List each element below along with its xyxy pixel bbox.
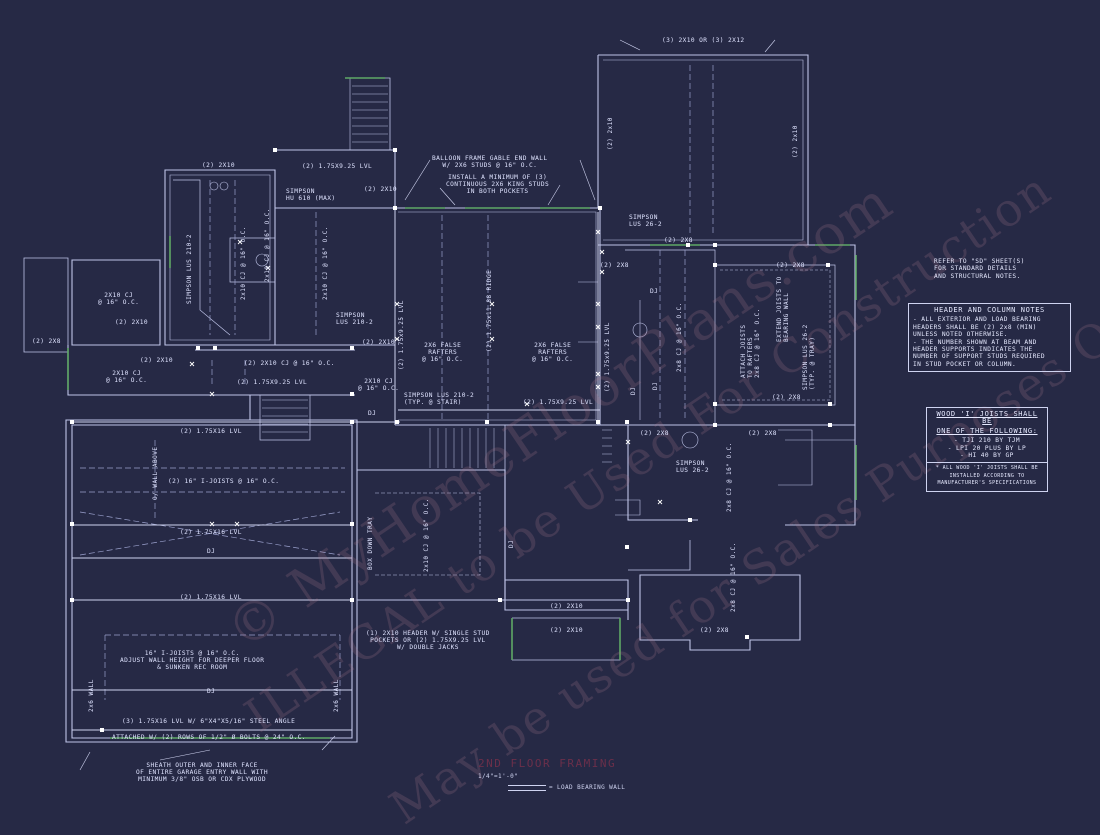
label-dj-a: DJ [368,410,377,417]
label-hdr-2x10-c: (2) 2x10 [362,339,396,346]
label-wall-2x6-a: 2x6 WALL [88,679,95,712]
label-lvl-vert-a: (2) 1.75x9.25 LVL [398,300,405,370]
label-dj-right-a: DJ [652,381,659,390]
label-box-tray: BOX DOWN TRAY [367,516,374,570]
label-hdr-2x10-b: (2) 2x10 [364,186,398,193]
load-bearing-wall-icon [508,784,546,791]
label-cj-vert-c: 2x10 CJ @ 16" O.C. [264,207,271,282]
label-dj-garage-2: DJ [207,688,216,695]
header-column-notes-box: HEADER AND COLUMN NOTES - ALL EXTERIOR A… [908,303,1071,373]
legend-load-bearing: = LOAD BEARING WALL [508,784,625,791]
label-lvl-garage-2: (2) 1.75x16 LVL [180,529,242,536]
label-simpson-lus26-beam: SIMPSON LUS 26-2(TYP. @ TRAY) [802,324,816,390]
label-hdr-2x8-d: (2) 2x8 [772,394,801,401]
label-hdr-2x8-e: (2) 2x8 [640,430,669,437]
drawing-title: 2ND FLOOR FRAMING [478,757,617,770]
label-cj-2x10-row: (2) 2x10 CJ @ 16" O.C. [244,360,335,367]
label-hdr-2x10-bot-a: (2) 2x10 [550,603,584,610]
label-hdr-2x8-c: (2) 2x8 [600,262,629,269]
label-ridge: (2) 1.75x11.88 RIDGE [486,269,493,352]
label-lvl-garage-1: (2) 1.75x16 LVL [180,428,242,435]
label-wall-2x6-b: 2x6 WALL [333,679,340,712]
label-cj-2x8-a: 2x8 CJ @ 16" O.C. [676,302,683,372]
label-simpson-lus210-stair: SIMPSON LUS 210-2(TYP. @ STAIR) [404,392,475,407]
label-lvl-garage-3: (2) 1.75x16 LVL [180,594,242,601]
label-cj-2x10-mid: 2x10 CJ@ 16" O.C. [106,370,148,385]
label-bolts: ATTACHED w/ (2) ROWS OF 1/2" ø BOLTS @ 2… [112,734,306,741]
label-cj-tray: 2x10 CJ @ 16" O.C. [423,497,430,572]
label-lvl-vert-b: (2) 1.75x9.25 LVL [604,322,611,392]
wood-joist-notes-box: WOOD 'I' JOISTS SHALL BE ONE OF THE FOLL… [926,407,1048,492]
label-rec-room: 16" I-JOISTS @ 16" O.C.ADJUST WALL HEIGH… [120,650,265,672]
label-hdr-2x8-a: (2) 2x8 [664,237,693,244]
drawing-scale: 1/4"=1'-0" [478,773,519,780]
label-dj-b: DJ [650,288,659,295]
label-steel-angle: (3) 1.75x16 LVL w/ 6"x4"x5/16" STEEL ANG… [122,718,296,725]
label-lvl-stair: (2) 1.75x9.25 LVL [523,399,594,406]
label-dj-stair: DJ [508,539,515,548]
label-hdr-2x10-d: (2) 2x10 [140,357,174,364]
label-dj-garage-1: DJ [207,548,216,555]
label-king-studs: INSTALL A MINIMUM OF (3)CONTINUOUS 2x6 K… [446,174,550,196]
label-ijoists: (2) 16" I-JOISTS @ 16" O.C. [168,478,280,485]
label-hdr-2x10-vert-b: (2) 2x10 [792,125,799,158]
label-hdr-2x10-left: (2) 2x10 [115,319,149,326]
label-cj-vert-a: 2x10 CJ @ 16" O.C. [240,225,247,300]
label-hdr-2x8-left: (2) 2x8 [32,338,61,345]
label-cj-vert-b: 2x10 CJ @ 16" O.C. [322,225,329,300]
label-hdr-2x8-right: (2) 2x8 [700,627,729,634]
label-cj-2x8-c: 2x8 CJ @ 16" O.C. [730,542,737,612]
refer-notes-box: REFER TO "SD" SHEET(S) FOR STANDARD DETA… [934,258,1025,280]
label-hdr-2x8-right2: (2) 2x8 [748,430,777,437]
label-cj-small: 2x10 CJ@ 16" O.C. [358,378,400,393]
label-lvl-row: (2) 1.75x9.25 LVL [237,379,308,386]
header-column-notes-title: HEADER AND COLUMN NOTES [934,306,1045,314]
label-hdr-2x10-a: (2) 2x10 [202,162,236,169]
label-hdr-2x10-bot-b: (2) 2x10 [550,627,584,634]
label-top-header: (3) 2x10 OR (3) 2x12 [662,37,745,44]
label-cj-2x10-left: 2x10 CJ@ 16" O.C. [98,292,140,307]
label-dj-right-b: DJ [630,386,637,395]
label-lvl-top: (2) 1.75x9.25 LVL [302,163,373,170]
label-wall-above: O/ WALL ABOVE [152,446,159,500]
label-hdr-2x8-b: (2) 2x8 [776,262,805,269]
label-cj-2x8-b: 2x8 CJ @ 16" O.C. [726,442,733,512]
label-simpson-lus210-b: SIMPSON LUS 210-2 [186,234,193,304]
label-hdr-2x10-vert-a: (2) 2x10 [607,117,614,150]
